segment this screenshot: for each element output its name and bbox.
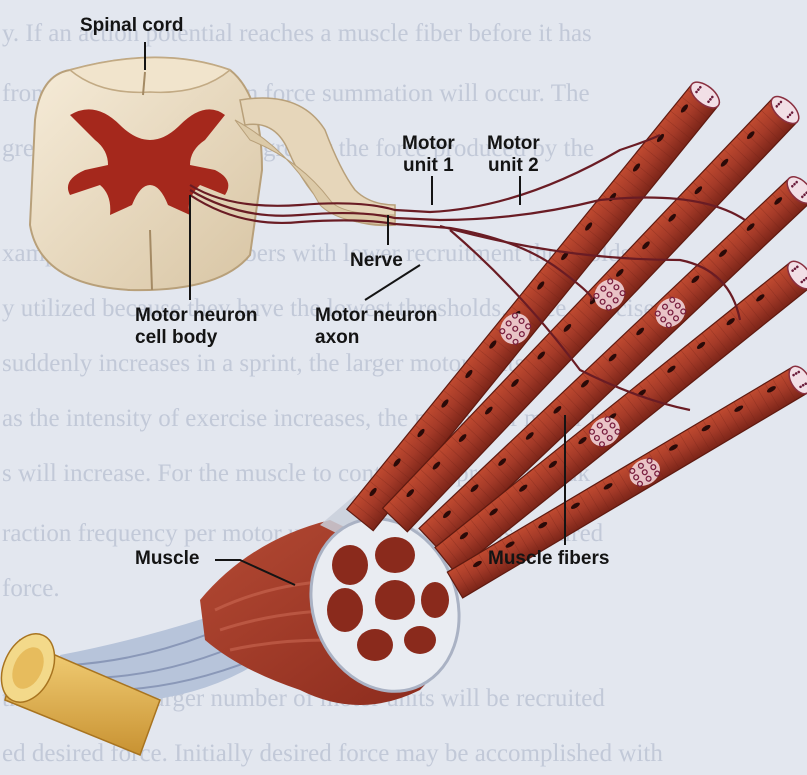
label-motor-unit-1: Motor unit 1 bbox=[402, 133, 455, 177]
label-motor-unit-1-line-2: unit 1 bbox=[402, 155, 455, 177]
label-motor-unit-2: Motor unit 2 bbox=[487, 133, 540, 177]
label-motor-neuron-cell-body-line-2: cell body bbox=[135, 327, 257, 349]
label-motor-neuron-axon-line-2: axon bbox=[315, 327, 437, 349]
label-motor-neuron-cell-body: Motor neuron cell body bbox=[135, 305, 257, 349]
label-spinal-cord: Spinal cord bbox=[80, 15, 183, 37]
label-motor-unit-1-line-1: Motor bbox=[402, 133, 455, 155]
label-motor-neuron-axon: Motor neuron axon bbox=[315, 305, 437, 349]
label-motor-neuron-cell-body-line-1: Motor neuron bbox=[135, 305, 257, 327]
label-motor-neuron-axon-line-1: Motor neuron bbox=[315, 305, 437, 327]
label-motor-unit-2-line-1: Motor bbox=[487, 133, 540, 155]
label-motor-unit-2-line-2: unit 2 bbox=[487, 155, 540, 177]
label-muscle-fibers: Muscle fibers bbox=[488, 548, 609, 570]
label-nerve: Nerve bbox=[350, 250, 403, 272]
label-muscle: Muscle bbox=[135, 548, 199, 570]
